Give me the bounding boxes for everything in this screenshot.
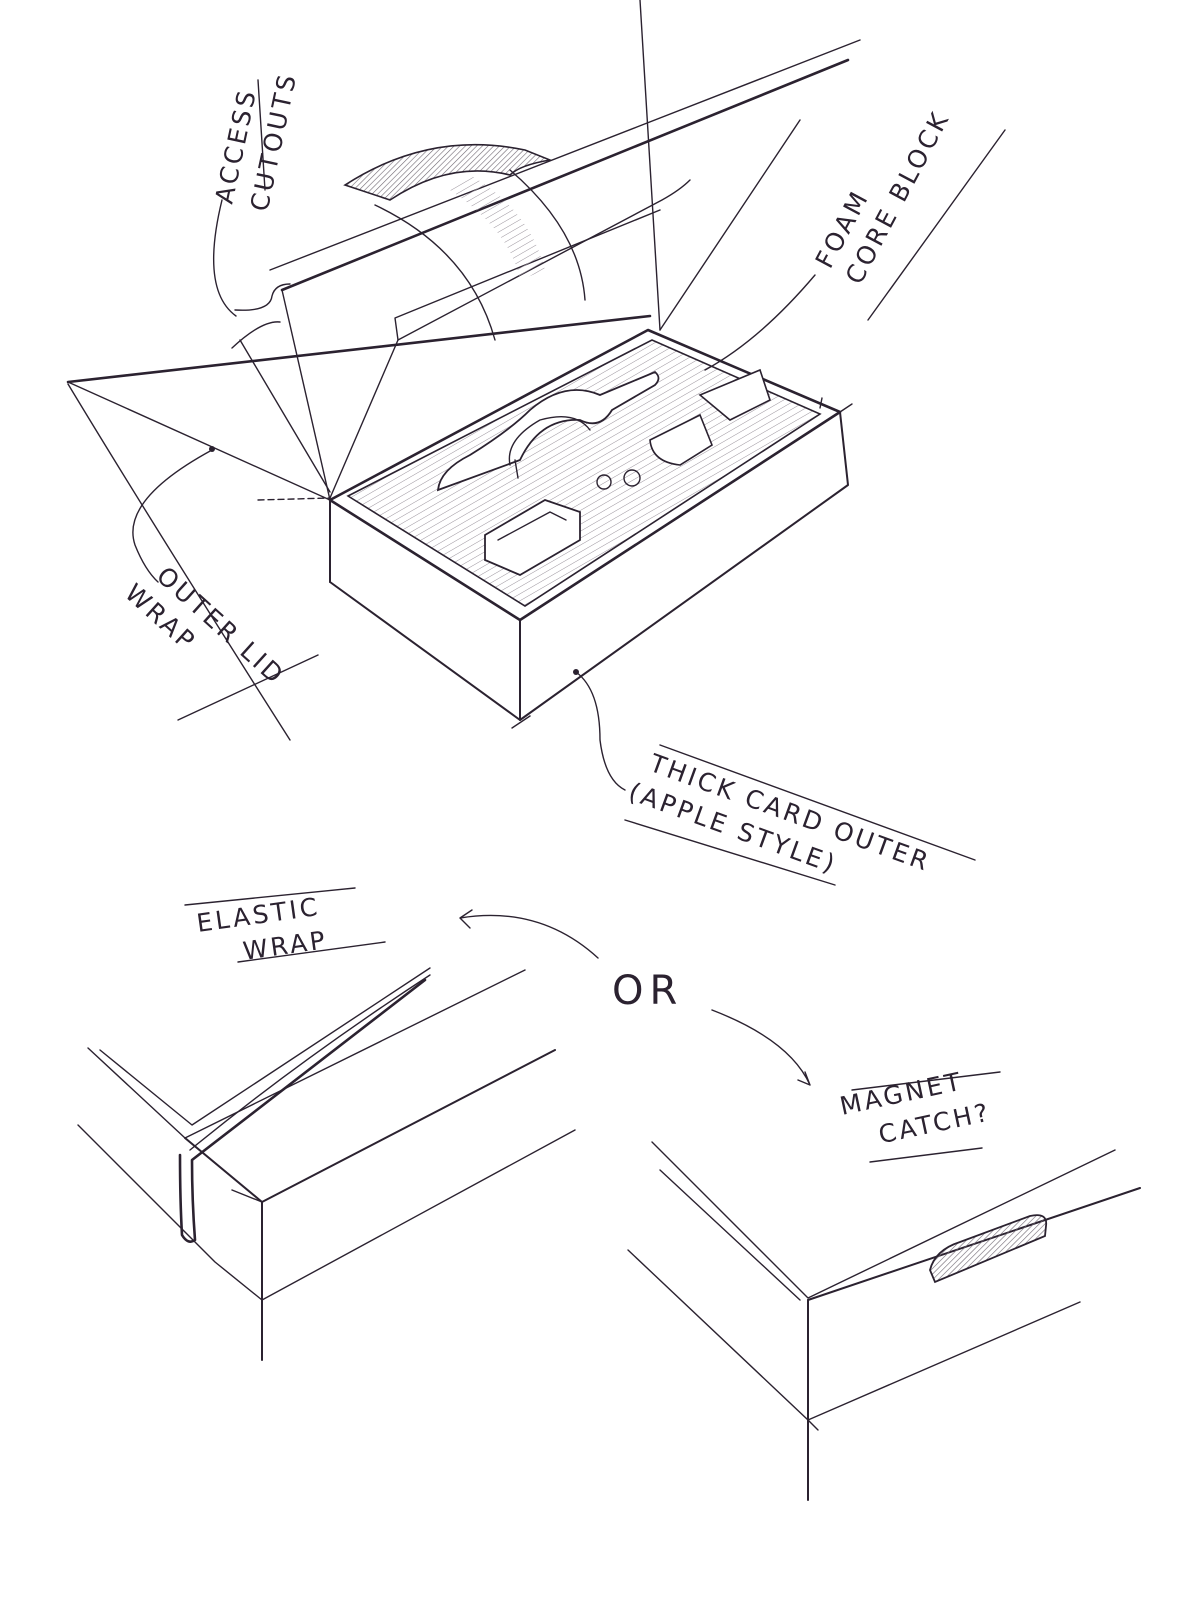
label-magnet-underline [869,1147,983,1163]
label-thick-card-overline [659,744,976,861]
lid-swing-arrow [343,143,586,341]
label-or: OR [612,968,683,1014]
magnet-catch-sketch [627,1141,1141,1501]
leader-outer-lid [132,449,213,583]
magnet-icon [929,1214,1048,1284]
label-thick-card-outer: THICK CARD OUTER (APPLE STYLE) [625,748,935,879]
box-base [328,328,853,729]
label-elastic-underline [237,941,386,963]
leader-dot-thick-card [573,669,579,675]
main-box-sketch [66,0,861,791]
label-foam-core-block: FOAM CORE BLOCK [810,106,956,289]
label-elastic-overline [184,887,356,906]
lid-raised-panel [231,0,861,501]
elastic-wrap-sketch [77,967,576,1361]
leader-access-cutouts [213,199,237,317]
foam-core-insert [346,339,822,607]
arrow-or-to-elastic [459,909,599,959]
label-foam-core-underline [867,129,1006,321]
leader-foam-core [704,274,816,371]
leader-dot-outer-lid [209,446,215,452]
label-thick-card-underline [624,819,836,886]
leader-thick-card [575,671,626,791]
label-outer-lid-underline [177,654,319,721]
label-access-cutouts: ACCESS CUTOUTS [210,70,303,214]
label-elastic-wrap: ELASTIC WRAP [195,892,330,966]
label-magnet-overline [851,1071,1001,1091]
arrow-or-to-magnet [711,1009,811,1086]
label-access-cutouts-underline [257,79,266,191]
label-outer-lid-wrap: OUTER LID WRAP [119,561,290,691]
